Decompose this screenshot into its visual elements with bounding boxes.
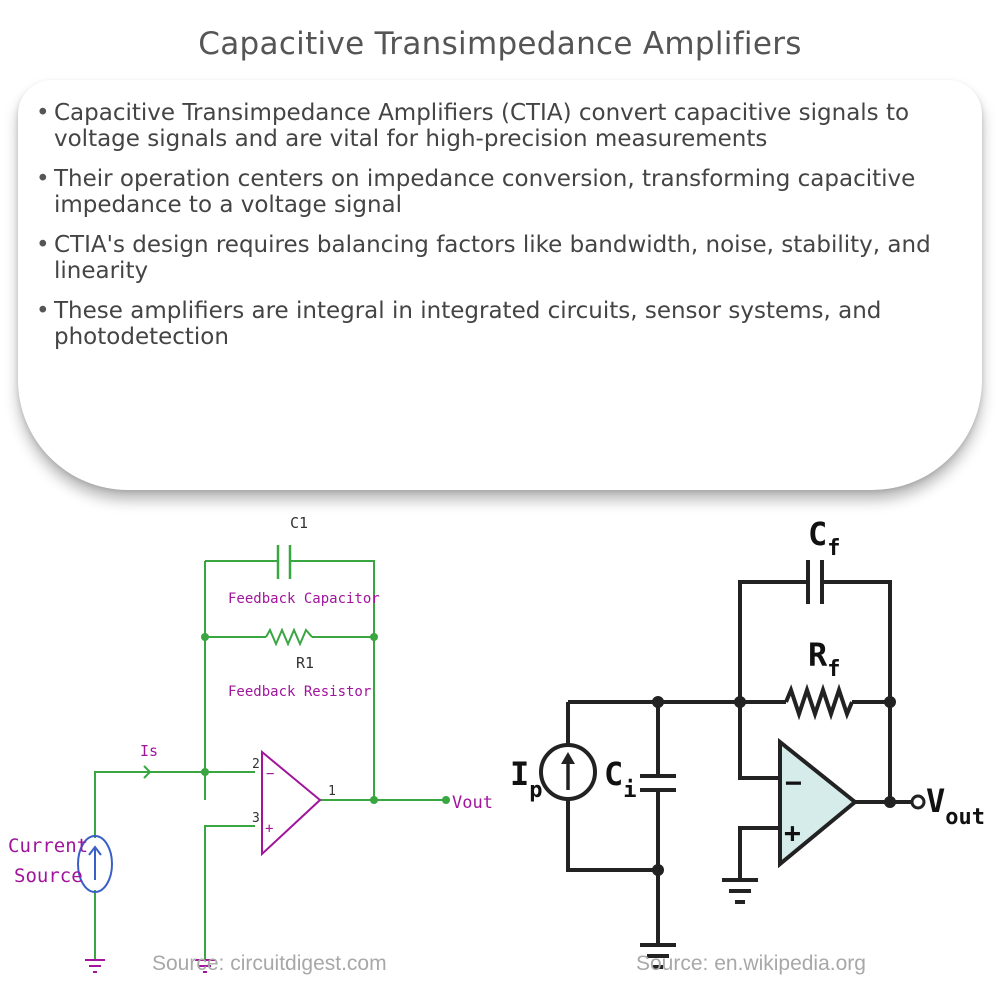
junction-dot bbox=[734, 696, 746, 708]
resistor-zigzag bbox=[265, 627, 313, 647]
opamp-triangle bbox=[261, 749, 322, 857]
opamp-triangle bbox=[778, 737, 859, 869]
cf-label: Cf bbox=[808, 515, 841, 561]
opamp-minus: − bbox=[266, 766, 274, 782]
page-title: Capacitive Transimpedance Amplifiers bbox=[198, 26, 802, 62]
bullet-list: Capacitive Transimpedance Amplifiers (CT… bbox=[34, 100, 974, 364]
bullet-item: Their operation centers on impedance con… bbox=[34, 166, 974, 218]
pin-2-label: 2 bbox=[252, 757, 260, 772]
noninv-input-wire bbox=[738, 826, 780, 880]
output-terminal bbox=[442, 796, 450, 804]
c1-label: C1 bbox=[290, 514, 308, 532]
bullet-item: These amplifiers are integral in integra… bbox=[34, 298, 974, 350]
opamp-plus: + bbox=[265, 821, 273, 837]
feedback-capacitor-wire bbox=[204, 560, 375, 800]
rf-label: Rf bbox=[808, 636, 841, 682]
junction-dot bbox=[201, 768, 209, 776]
current-arrow bbox=[143, 765, 152, 779]
junction-dot bbox=[652, 864, 664, 876]
pin-3-label: 3 bbox=[252, 811, 260, 826]
r1-label: R1 bbox=[296, 654, 314, 672]
noninv-input-wire bbox=[204, 825, 255, 960]
current-source-symbol bbox=[77, 835, 113, 893]
rf-zigzag bbox=[784, 683, 854, 721]
ground-icon bbox=[195, 959, 215, 973]
source-wire bbox=[566, 702, 658, 872]
right-circuit: − + Cf Rf Ip Ci Vout Source: en.wikipedi… bbox=[510, 515, 985, 975]
left-source-credit: Source: circuitdigest.com bbox=[152, 952, 387, 975]
opamp-minus: − bbox=[785, 766, 802, 799]
feedback-capacitor-label: Feedback Capacitor bbox=[228, 591, 380, 607]
junction-dot bbox=[884, 796, 896, 808]
ci-label: Ci bbox=[604, 755, 637, 803]
vout-label: Vout bbox=[452, 793, 493, 813]
bullet-item: CTIA's design requires balancing factors… bbox=[34, 232, 974, 284]
ground-icon bbox=[85, 959, 105, 973]
output-terminal bbox=[910, 794, 926, 810]
ip-label: Ip bbox=[510, 755, 543, 803]
pin-1-label: 1 bbox=[328, 784, 336, 799]
source-label: Source bbox=[14, 865, 83, 887]
bullet-item: Capacitive Transimpedance Amplifiers (CT… bbox=[34, 100, 974, 152]
junction-dot bbox=[884, 696, 896, 708]
left-circuit: − + 2 3 1 C1 Feedback Capacitor R1 Feedb… bbox=[8, 514, 493, 975]
junction-dot bbox=[652, 696, 664, 708]
junction-dot bbox=[370, 633, 378, 641]
opamp-plus: + bbox=[784, 816, 801, 849]
feedback-resistor-label: Feedback Resistor bbox=[228, 684, 371, 700]
junction-dot bbox=[201, 633, 209, 641]
ground-icon bbox=[640, 943, 676, 969]
inverting-input-wire bbox=[738, 702, 780, 780]
ground-icon bbox=[722, 878, 758, 904]
junction-dot bbox=[370, 796, 378, 804]
is-label: Is bbox=[140, 742, 158, 760]
photocurrent-arrowhead bbox=[561, 752, 575, 764]
current-label: Current bbox=[8, 835, 88, 857]
cf-wire bbox=[738, 580, 892, 802]
right-source-credit: Source: en.wikipedia.org bbox=[636, 952, 866, 975]
vout-label: Vout bbox=[926, 782, 985, 830]
current-source-arrowhead bbox=[88, 845, 102, 856]
input-wire bbox=[94, 771, 255, 838]
